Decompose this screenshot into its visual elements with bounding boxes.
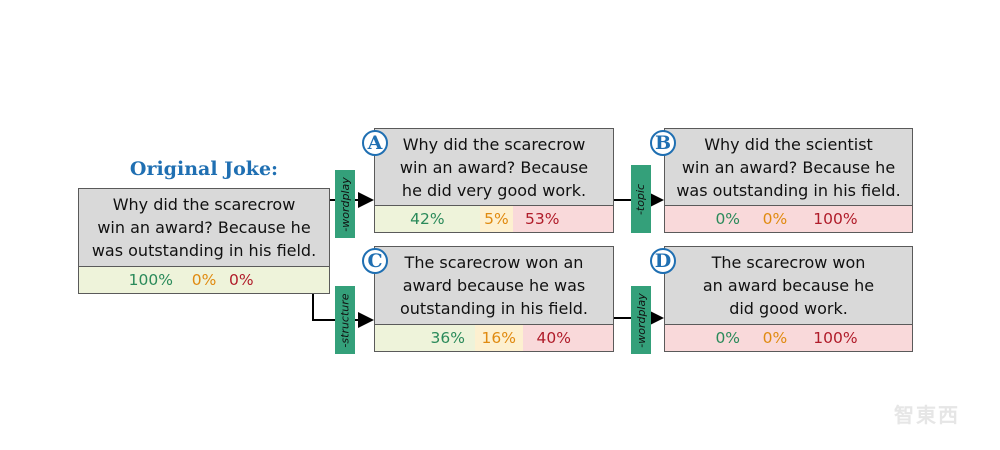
tag-topic-b: -topic: [631, 165, 651, 233]
score-green: 0%: [715, 210, 741, 228]
original-joke-text: Why did the scarecrow win an award? Beca…: [91, 195, 317, 260]
variant-d-score-bar: 0% 0% 100%: [665, 324, 912, 351]
score-green: 0%: [715, 329, 741, 347]
score-green: 100%: [128, 271, 173, 289]
label-a-badge: A: [362, 130, 388, 156]
variant-d-text: The scarecrow won an award because he di…: [702, 253, 875, 318]
variant-box-d: The scarecrow won an award because he di…: [664, 246, 913, 352]
variant-c-score-bar: 36% 16% 40%: [375, 324, 613, 351]
variant-b-text: Why did the scientist win an award? Beca…: [676, 135, 901, 200]
diagram-title: Original Joke:: [129, 158, 279, 180]
variant-box-a: Why did the scarecrow win an award? Beca…: [374, 128, 614, 233]
score-red: 0%: [229, 271, 254, 289]
original-joke-box: Why did the scarecrow win an award? Beca…: [78, 188, 330, 294]
tag-topic-b-label: -topic: [634, 183, 648, 215]
score-orange: 0%: [762, 210, 788, 228]
tag-wordplay-a-label: -wordplay: [338, 176, 352, 232]
variant-box-c: The scarecrow won an award because he wa…: [374, 246, 614, 352]
score-red: 100%: [813, 329, 858, 347]
score-orange: 16%: [474, 325, 523, 351]
score-green: 42%: [375, 206, 480, 232]
label-b-badge: B: [650, 130, 676, 156]
score-green: 36%: [375, 325, 475, 351]
score-red: 40%: [522, 325, 613, 351]
tag-structure-c-label: -structure: [338, 292, 352, 348]
score-orange: 0%: [191, 271, 217, 289]
tag-wordplay-a: -wordplay: [335, 170, 355, 238]
tag-wordplay-d: -wordplay: [631, 286, 651, 354]
variant-b-score-bar: 0% 0% 100%: [665, 205, 912, 232]
label-d-badge: D: [650, 248, 676, 274]
score-orange: 5%: [479, 206, 514, 232]
watermark-logo: 智東西: [894, 403, 960, 427]
tag-structure-c: -structure: [335, 286, 355, 354]
score-red: 53%: [513, 206, 613, 232]
score-orange: 0%: [762, 329, 788, 347]
original-score-bar: 100% 0% 0%: [79, 266, 329, 293]
variant-a-score-bar: 42% 5% 53%: [375, 205, 613, 232]
variant-box-b: Why did the scientist win an award? Beca…: [664, 128, 913, 233]
variant-c-text: The scarecrow won an award because he wa…: [399, 253, 589, 318]
score-red: 100%: [813, 210, 858, 228]
tag-wordplay-d-label: -wordplay: [634, 292, 648, 348]
variant-a-text: Why did the scarecrow win an award? Beca…: [399, 135, 589, 200]
label-c-badge: C: [362, 248, 388, 274]
